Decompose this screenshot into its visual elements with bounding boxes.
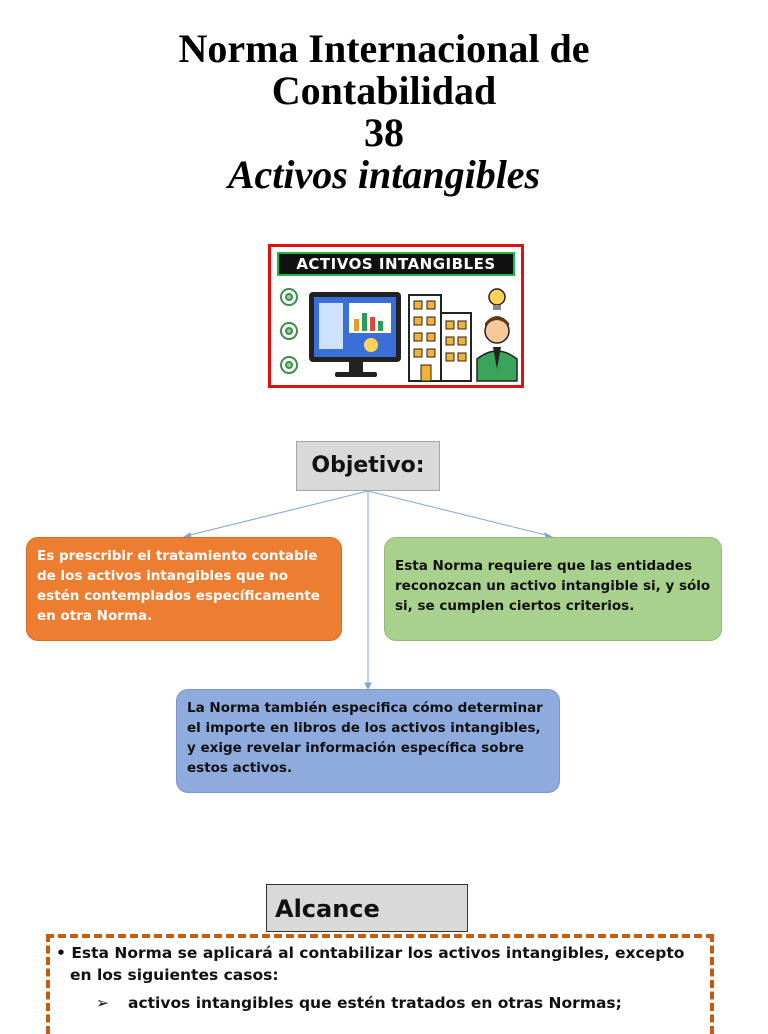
intangible-assets-illustration: ACTIVOS INTANGIBLES	[268, 244, 524, 388]
objective-box-prescribe: Es prescribir el tratamiento contable de…	[26, 537, 342, 641]
scope-frame	[46, 934, 714, 1034]
objetivo-heading: Objetivo:	[296, 441, 440, 491]
scope-intro-text: Esta Norma se aplicará al contabilizar l…	[70, 944, 685, 984]
scope-content: • Esta Norma se aplicará al contabilizar…	[56, 942, 706, 1014]
title-line-2: Contabilidad	[271, 68, 497, 113]
office-scene-icon	[280, 288, 518, 382]
scope-intro: • Esta Norma se aplicará al contabilizar…	[56, 942, 706, 986]
title-line-1: Norma Internacional de	[178, 26, 590, 71]
page-title: Norma Internacional de Contabilidad 38 A…	[0, 28, 768, 196]
connector-orange	[185, 490, 369, 537]
illustration-banner: ACTIVOS INTANGIBLES	[277, 252, 515, 276]
connector-green	[367, 490, 551, 537]
alcance-heading: Alcance	[266, 884, 468, 932]
list-item: ➢ activos intangibles que estén tratados…	[56, 992, 706, 1014]
gear-icon	[280, 288, 298, 374]
title-line-3: 38	[364, 110, 404, 155]
objective-box-disclosure: La Norma también especifica cómo determi…	[176, 689, 560, 793]
objective-box-recognition: Esta Norma requiere que las entidades re…	[384, 537, 722, 641]
bullet-icon: •	[56, 944, 66, 962]
arrow-bullet-icon: ➢	[96, 994, 109, 1012]
scope-item-text: activos intangibles que estén tratados e…	[128, 994, 622, 1012]
arrowhead-blue	[364, 682, 372, 691]
title-subtitle: Activos intangibles	[227, 152, 541, 197]
